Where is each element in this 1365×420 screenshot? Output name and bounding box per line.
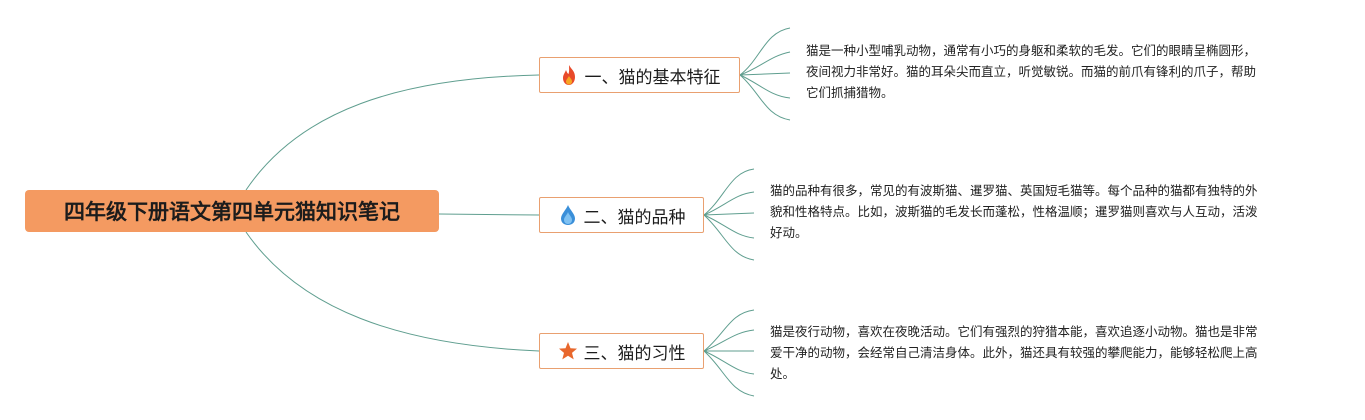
connector-branch-1-e xyxy=(739,74,791,121)
connector-branch-2-d xyxy=(703,214,755,239)
branch-topic-label: 一、猫的基本特征 xyxy=(584,67,721,88)
branch-topic-basic-features[interactable]: 一、猫的基本特征 xyxy=(539,57,740,93)
branch-topic-label: 二、猫的品种 xyxy=(583,207,686,228)
fire-icon xyxy=(559,64,579,86)
connector-branch-2-b xyxy=(703,191,755,216)
root-topic[interactable]: 四年级下册语文第四单元猫知识笔记 xyxy=(25,190,439,232)
water-drop-icon xyxy=(558,204,578,226)
connector-branch-2-e xyxy=(703,214,755,261)
connector-branch-3-a xyxy=(703,309,755,352)
root-topic-label: 四年级下册语文第四单元猫知识笔记 xyxy=(64,200,400,224)
connector-branch-3-d xyxy=(703,350,755,375)
connector-branch-1-a xyxy=(739,27,791,76)
branch-topic-breeds[interactable]: 二、猫的品种 xyxy=(539,197,704,233)
connector-root-branch-3 xyxy=(245,231,540,352)
branch-topic-label: 三、猫的习性 xyxy=(583,343,686,364)
star-icon xyxy=(558,340,578,362)
note-breeds: 猫的品种有很多，常见的有波斯猫、暹罗猫、英国短毛猫等。每个品种的猫都有独特的外貌… xyxy=(770,183,1258,240)
connector-branch-3-e xyxy=(703,350,755,397)
connector-root-branch-2 xyxy=(438,213,540,216)
connector-branch-3-b xyxy=(703,329,755,352)
connector-root-branch-1 xyxy=(245,74,540,191)
connector-branch-1-c xyxy=(739,72,791,76)
connector-branch-1-d xyxy=(739,74,791,99)
connector-branch-2-a xyxy=(703,168,755,216)
note-basic-features: 猫是一种小型哺乳动物，通常有小巧的身躯和柔软的毛发。它们的眼睛呈椭圆形，夜间视力… xyxy=(806,43,1257,100)
note-habits: 猫是夜行动物，喜欢在夜晚活动。它们有强烈的狩猎本能，喜欢追逐小动物。猫也是非常爱… xyxy=(770,324,1258,381)
connector-branch-2-c xyxy=(703,212,755,216)
connector-branch-1-b xyxy=(739,51,791,76)
branch-topic-habits[interactable]: 三、猫的习性 xyxy=(539,333,704,369)
